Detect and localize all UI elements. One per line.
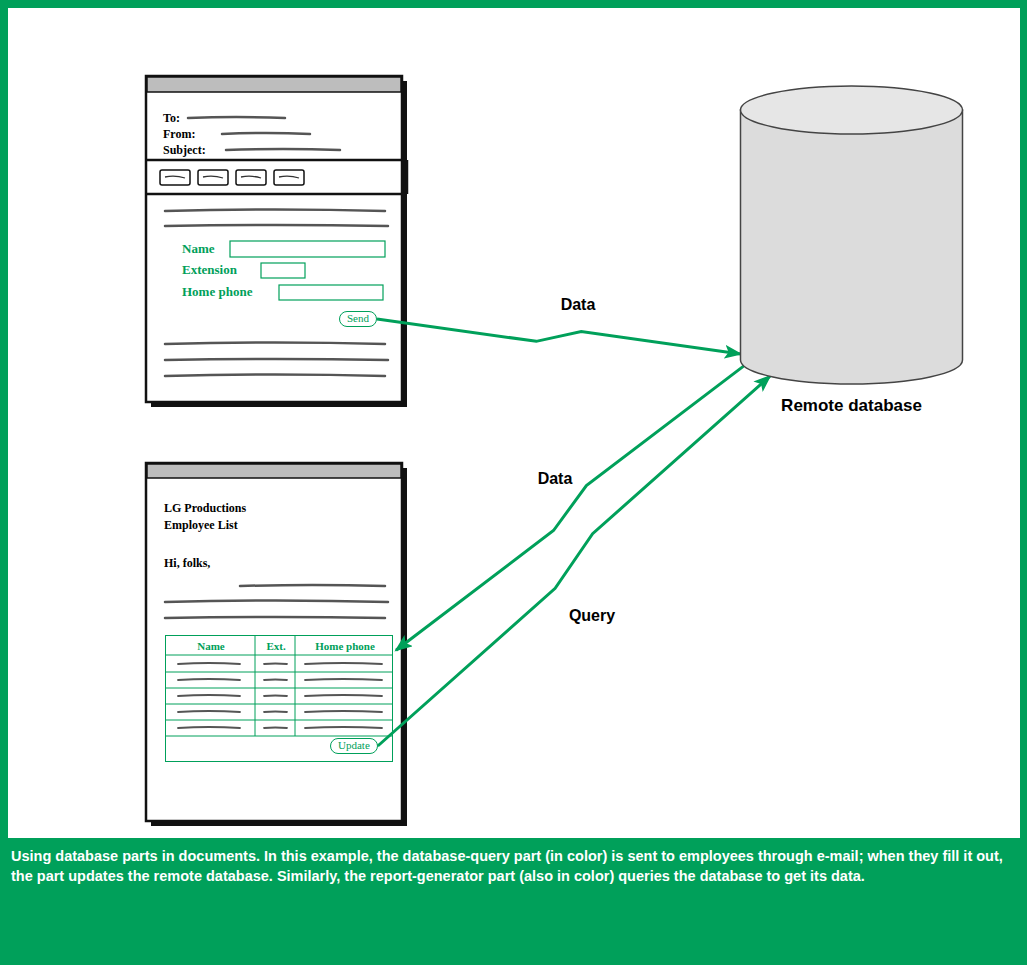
arrow-label: Data <box>535 468 576 489</box>
frame <box>8 8 1020 838</box>
header-field: To: <box>163 111 180 125</box>
table-grid <box>165 635 393 736</box>
input-field <box>230 241 385 300</box>
column-header: Home phone <box>296 639 394 653</box>
report-window-drawing <box>146 463 407 826</box>
caption: Using database parts in documents. In th… <box>11 846 1013 886</box>
text-squiggle <box>165 359 388 360</box>
greeting: Hi, folks, <box>164 556 210 570</box>
cell-squiggle <box>178 695 382 696</box>
data-arrow <box>378 376 770 746</box>
data-arrow <box>396 366 744 650</box>
button-label: Send <box>347 312 369 325</box>
input-field <box>279 285 383 300</box>
cell-squiggle <box>178 727 382 728</box>
data-arrow <box>377 319 740 354</box>
email-window-drawing <box>146 76 402 402</box>
database-label: Remote database <box>738 396 965 416</box>
cell-squiggle <box>178 663 382 664</box>
column-header: Ext. <box>256 639 296 653</box>
text-squiggle <box>165 617 385 618</box>
text-squiggle <box>188 117 285 118</box>
header-field: From: <box>163 127 195 141</box>
email-window-drawing <box>146 76 407 407</box>
report-window: LG Productions Employee ListHi, folks, Na… <box>145 462 408 825</box>
cylinder-body <box>741 110 963 384</box>
email-window-drawing <box>146 159 407 162</box>
text-squiggle <box>165 375 385 377</box>
cylinder-outline <box>738 84 965 386</box>
cell-squiggle <box>178 663 382 728</box>
update-button: Update <box>330 738 378 754</box>
employee-table: NameExt.Home phoneUpdate <box>165 635 393 762</box>
email-window-drawing <box>274 170 304 185</box>
email-window-drawing <box>198 170 228 185</box>
database-cylinder: Remote database <box>738 84 965 424</box>
column-header: Name <box>166 639 256 653</box>
email-window-drawing <box>236 170 266 185</box>
text-squiggle <box>165 585 388 618</box>
cylinder-top <box>741 86 963 134</box>
text-squiggle <box>165 210 385 212</box>
text-squiggle <box>226 149 340 150</box>
arrow-label: Data <box>558 294 599 315</box>
input-field <box>261 263 305 278</box>
table-grid <box>165 635 393 736</box>
email-window-drawing <box>406 160 409 194</box>
text-squiggle <box>165 343 385 345</box>
header-field: Subject: <box>163 143 206 157</box>
email-window: To: From: Subject: NameExtensionHome phoneS… <box>145 75 408 405</box>
cell-squiggle <box>178 711 382 712</box>
text-squiggle <box>240 585 385 586</box>
button-label: Update <box>338 739 370 752</box>
report-window-drawing <box>146 463 402 821</box>
send-button: Send <box>339 311 377 327</box>
email-window-drawing <box>146 193 407 196</box>
cell-squiggle <box>178 679 382 680</box>
email-window-drawing <box>147 77 401 92</box>
input-field <box>230 241 385 257</box>
field-label: Extension <box>182 262 237 278</box>
text-squiggle <box>165 601 388 603</box>
arrow-label: Query <box>566 605 618 626</box>
field-label: Name <box>182 241 215 257</box>
report-title: LG Productions Employee List <box>164 500 284 534</box>
email-window-drawing <box>165 176 299 178</box>
text-squiggle <box>222 133 310 134</box>
text-squiggle <box>165 225 388 226</box>
field-label: Home phone <box>182 284 252 300</box>
report-window-drawing <box>147 464 401 478</box>
email-window-drawing <box>160 170 190 185</box>
